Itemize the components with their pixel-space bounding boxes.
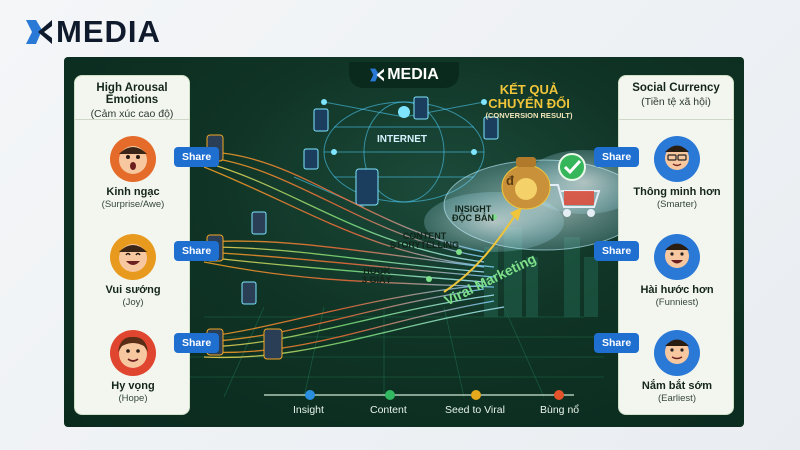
hook-label: HOOK 3 GIÂY	[362, 266, 392, 286]
left-panel-subtitle: (Cảm xúc cao độ)	[90, 108, 174, 120]
panel-logo: MEDIA	[349, 62, 459, 88]
network-phone-icons	[303, 96, 499, 206]
result-title-line-1: KẾT QUẢ	[499, 82, 559, 97]
result-subtitle: (CONVERSION RESULT)	[485, 111, 573, 121]
emotion-item: Vui sướng (Joy)	[75, 234, 191, 308]
checkmark-icon	[558, 153, 586, 181]
timeline-dot-seed	[471, 390, 481, 400]
social-currency-item: Hài hước hơn (Funniest)	[619, 234, 735, 308]
hook-line-2: 3 GIÂY	[362, 275, 392, 286]
currency-symbol: đ	[506, 173, 514, 188]
share-button[interactable]: Share	[174, 333, 220, 353]
diagram-background	[184, 96, 645, 398]
content-label: CONTENT STORYTELLING	[390, 231, 460, 251]
social-currency-sub: (Smarter)	[656, 199, 698, 210]
right-panel-title: Social Currency	[632, 82, 720, 94]
timeline-label: Seed to Viral	[445, 404, 505, 416]
content-line-2: STORYTELLING	[390, 240, 460, 251]
early-person-icon	[654, 330, 700, 376]
emotion-item: Kinh ngạc (Surprise/Awe)	[75, 136, 191, 210]
timeline-dot-insight	[305, 390, 315, 400]
infographic-panel: MEDIA High Arousal Emotions (Cảm xúc cao…	[64, 57, 744, 427]
timeline-label: Insight	[293, 404, 324, 416]
social-currency-item: Nắm bắt sớm (Earliest)	[619, 330, 735, 404]
timeline-dot-content	[385, 390, 395, 400]
result-title-line-2: CHUYỂN ĐỔI	[488, 95, 570, 111]
hopeful-face-icon	[110, 330, 156, 376]
share-button[interactable]: Share	[594, 147, 640, 167]
social-currency-sub: (Earliest)	[657, 393, 696, 404]
timeline-label: Bùng nổ	[540, 404, 580, 416]
share-button[interactable]: Share	[594, 241, 640, 261]
right-panel-subtitle: (Tiền tệ xã hội)	[641, 96, 711, 108]
social-currency-name: Thông minh hơn	[633, 186, 721, 198]
content-line-1: CONTENT	[402, 231, 447, 241]
timeline-dot-boom	[554, 390, 564, 400]
result-title: KẾT QUẢ CHUYỂN ĐỔI (CONVERSION RESULT)	[474, 83, 584, 120]
timeline-label: Content	[370, 404, 407, 416]
brand-mark-icon	[26, 20, 52, 44]
left-panel-title: High Arousal Emotions	[96, 82, 168, 106]
high-arousal-emotions-panel: High Arousal Emotions (Cảm xúc cao độ) K…	[74, 75, 190, 415]
social-currency-item: Thông minh hơn (Smarter)	[619, 136, 735, 210]
internet-label: INTERNET	[377, 134, 427, 145]
surprised-face-icon	[110, 136, 156, 182]
social-currency-name: Nắm bắt sớm	[641, 380, 713, 392]
left-panel-header: High Arousal Emotions (Cảm xúc cao độ)	[75, 76, 189, 120]
emotion-name: Vui sướng	[105, 284, 161, 296]
insight-line-2: ĐỘC BẢN	[452, 213, 494, 224]
panel-brand-name: MEDIA	[387, 66, 439, 83]
insight-label: INSIGHT ĐỘC BẢN	[452, 204, 494, 224]
share-button[interactable]: Share	[594, 333, 640, 353]
brand-logo: MEDIA	[24, 14, 161, 50]
emotion-sub: (Surprise/Awe)	[101, 199, 165, 210]
smart-person-icon	[654, 136, 700, 182]
funny-person-icon	[654, 234, 700, 280]
panel-brand-mark-icon	[370, 68, 385, 82]
hook-line-1: HOOK	[363, 266, 391, 276]
social-currency-name: Hài hước hơn	[640, 284, 714, 296]
money-bag-icon	[501, 157, 551, 210]
share-button[interactable]: Share	[174, 147, 220, 167]
emotion-item: Hy vọng (Hope)	[75, 330, 191, 404]
emotion-sub: (Hope)	[118, 393, 148, 404]
joyful-face-icon	[110, 234, 156, 280]
emotion-name: Kinh ngạc	[106, 186, 160, 198]
insight-line-1: INSIGHT	[454, 204, 492, 214]
share-button[interactable]: Share	[174, 241, 220, 261]
right-panel-header: Social Currency (Tiền tệ xã hội)	[619, 76, 733, 120]
brand-name: MEDIA	[56, 14, 161, 49]
emotion-sub: (Joy)	[122, 297, 144, 308]
social-currency-sub: (Funniest)	[655, 297, 699, 308]
emotion-name: Hy vọng	[111, 380, 155, 392]
